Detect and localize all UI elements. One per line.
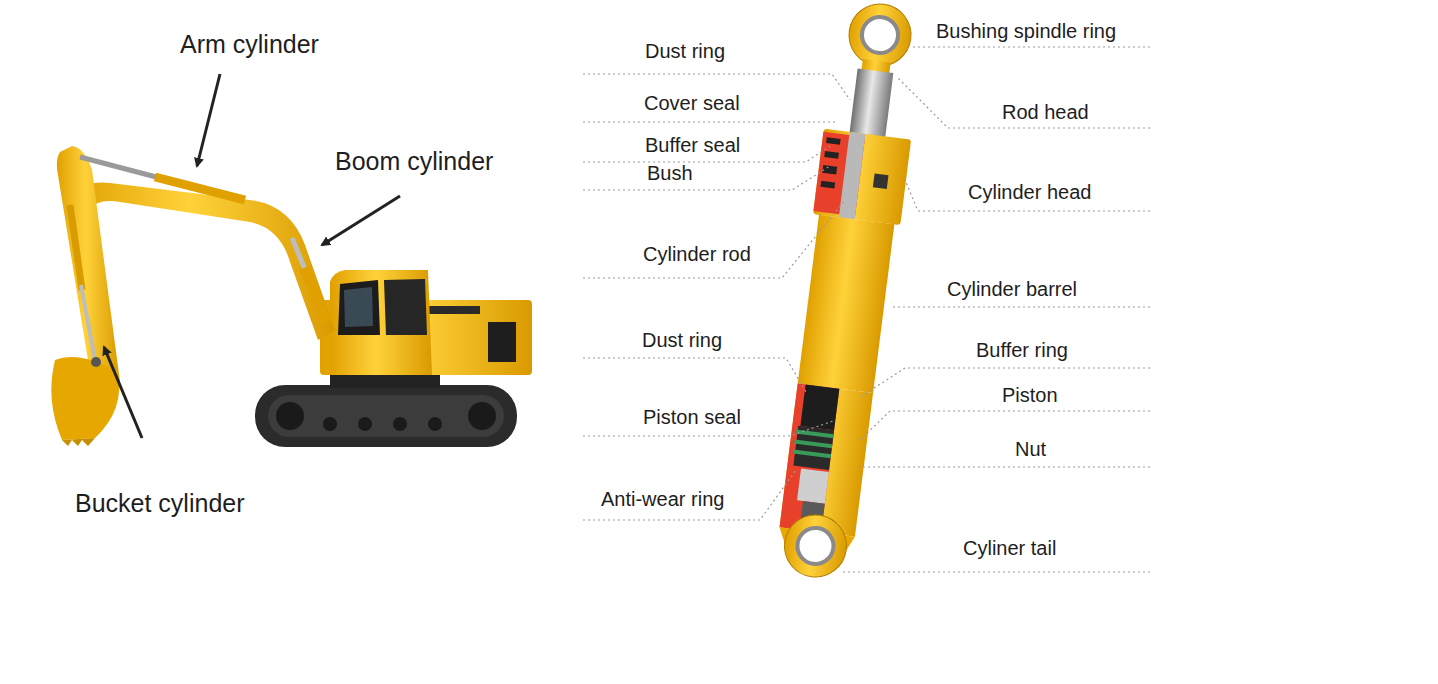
excavator-part-part xyxy=(323,417,337,431)
excavator-part xyxy=(268,395,504,437)
hydraulic-cylinder-part-part xyxy=(795,430,833,439)
part-label: Cylinder rod xyxy=(643,243,751,266)
part-label: Boom cylinder xyxy=(335,147,493,176)
excavator-part xyxy=(80,157,160,178)
hydraulic-cylinder-part xyxy=(797,469,829,504)
hydraulic-cylinder-part xyxy=(860,15,900,55)
excavator-part xyxy=(304,268,326,322)
hydraulic-cylinder-part xyxy=(821,137,841,188)
excavator-part xyxy=(155,177,245,200)
leader-line-part xyxy=(583,470,796,520)
excavator-part xyxy=(488,322,516,362)
excavator-part xyxy=(62,438,95,446)
part-label: Bucket cylinder xyxy=(75,489,245,518)
hydraulic-cylinder-part xyxy=(849,68,893,142)
part-label: Piston seal xyxy=(643,406,741,429)
leader-line-part xyxy=(583,200,845,278)
hydraulic-cylinder-part xyxy=(845,0,914,69)
hydraulic-cylinder xyxy=(768,0,928,582)
part-label: Cylinder barrel xyxy=(947,278,1077,301)
part-label: Nut xyxy=(1015,438,1046,461)
excavator-part xyxy=(292,238,306,272)
excavator-part xyxy=(91,357,101,367)
excavator-part xyxy=(57,146,120,385)
part-label: Dust ring xyxy=(642,329,722,352)
leader-line-part xyxy=(912,46,1150,47)
part-label: Arm cylinder xyxy=(180,30,319,59)
excavator-part xyxy=(255,385,517,447)
part-label: Buffer ring xyxy=(976,339,1068,362)
leader-line-part xyxy=(905,180,1150,211)
excavator-part-part xyxy=(358,417,372,431)
leader-line-part xyxy=(898,78,1150,128)
excavator-part xyxy=(344,287,373,327)
excavator-part xyxy=(70,205,82,290)
hydraulic-cylinder-part-part xyxy=(821,181,836,189)
hydraulic-cylinder-part xyxy=(793,430,834,459)
leader-line-part xyxy=(842,571,1150,572)
part-label: Buffer seal xyxy=(645,134,740,157)
excavator-part-part xyxy=(276,402,304,430)
leader-line xyxy=(583,47,1150,572)
part-label: Piston xyxy=(1002,384,1058,407)
hydraulic-cylinder-part-part xyxy=(826,137,841,145)
hydraulic-cylinder-part-part xyxy=(794,439,832,448)
part-label: Dust ring xyxy=(645,40,725,63)
leader-line-part xyxy=(858,466,1150,467)
leader-line-part xyxy=(892,306,1150,307)
excavator-part xyxy=(330,270,432,375)
hydraulic-cylinder-part xyxy=(839,132,866,219)
hydraulic-cylinder-part-part xyxy=(793,449,831,458)
leader-line-part xyxy=(583,358,806,392)
excavator-part xyxy=(51,357,119,440)
part-label: Bushing spindle ring xyxy=(936,20,1116,43)
part-label: Rod head xyxy=(1002,101,1089,124)
part-label: Bush xyxy=(647,162,693,185)
leader-line-part xyxy=(583,121,836,122)
hydraulic-cylinder-part xyxy=(780,383,840,532)
part-label: Cylinder head xyxy=(968,181,1091,204)
hydraulic-cylinder-part xyxy=(873,173,889,189)
hydraulic-cylinder-part xyxy=(793,426,834,470)
pointer-arrow-part xyxy=(197,74,220,166)
hydraulic-cylinder-part-part xyxy=(822,165,837,175)
hydraulic-cylinder-part-part xyxy=(824,151,839,159)
excavator-part-part xyxy=(468,402,496,430)
excavator-part xyxy=(81,285,95,360)
hydraulic-cylinder-part xyxy=(813,129,911,225)
part-label: Cover seal xyxy=(644,92,740,115)
pointer-arrow xyxy=(104,74,400,438)
excavator-part xyxy=(338,280,380,335)
excavator-part xyxy=(276,402,496,431)
part-label: Anti-wear ring xyxy=(601,488,724,511)
leader-line-part xyxy=(860,411,1150,440)
excavator-part-part xyxy=(393,417,407,431)
hydraulic-cylinder-part xyxy=(795,526,835,566)
hydraulic-cylinder-part xyxy=(781,511,850,580)
leader-line-part xyxy=(583,166,830,190)
hydraulic-cylinder-part xyxy=(780,383,874,536)
pointer-arrow-part xyxy=(104,347,142,438)
part-label: Cyliner tail xyxy=(963,537,1056,560)
excavator-part-part xyxy=(428,417,442,431)
excavator xyxy=(51,146,532,447)
excavator-part xyxy=(384,279,427,335)
pointer-arrow-part xyxy=(322,196,400,245)
